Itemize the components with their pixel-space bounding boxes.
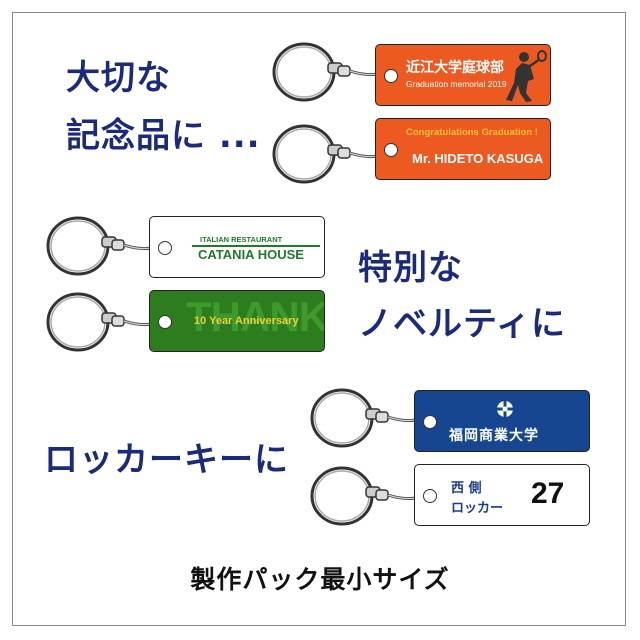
- tennis-club-title: 近江大学庭球部: [406, 60, 504, 76]
- tag-congrats: Congratulations Graduation ! Mr. HIDETO …: [375, 118, 551, 180]
- keychain-ring-congrats: [272, 124, 379, 184]
- headline-novelty-1: 特別な: [358, 248, 463, 288]
- tennis-subtitle: Graduation memorial 2019: [406, 79, 507, 89]
- headline-novelty-2: ノベルティに: [358, 304, 566, 344]
- keychain-ring-tennis: [272, 42, 379, 102]
- tag-hole: [158, 315, 172, 329]
- catania-divider-line: [192, 245, 320, 247]
- catania-small-text: ITALIAN RESTAURANT: [200, 235, 283, 244]
- tag-hole: [384, 69, 398, 83]
- footer-caption: 製作パック最小サイズ: [190, 565, 450, 594]
- tag-hole: [423, 415, 437, 429]
- locker-side-label: 西 側: [451, 481, 482, 496]
- tennis-player-icon: [506, 50, 547, 102]
- tag-locker: 西 側 ロッカー 27: [414, 464, 590, 526]
- congrats-name: Mr. HIDETO KASUGA: [412, 151, 544, 166]
- keychain-ring-thanks: [46, 292, 153, 352]
- headline-locker: ロッカーキーに: [44, 440, 289, 480]
- tag-hole: [158, 241, 172, 255]
- tag-fukuoka: 福岡商業大学: [414, 390, 590, 452]
- keychain-ring-locker: [310, 466, 417, 526]
- locker-label: ロッカー: [451, 501, 504, 516]
- locker-number: 27: [531, 477, 565, 510]
- congrats-title: Congratulations Graduation !: [406, 127, 538, 138]
- thanks-anniversary-text: 10 Year Anniversary: [194, 315, 299, 327]
- tag-hole: [384, 143, 398, 157]
- tag-catania: ITALIAN RESTAURANT CATANIA HOUSE: [149, 216, 325, 278]
- thanks-watermark: THANKS: [186, 293, 324, 340]
- headline-memorial-2: 記念品に ...: [66, 116, 261, 156]
- tag-thanks: THANKS 10 Year Anniversary: [149, 290, 325, 352]
- keychain-ring-fukuoka: [310, 388, 417, 448]
- tag-tennis: 近江大学庭球部 Graduation memorial 2019: [375, 44, 551, 106]
- keychain-ring-catania: [46, 216, 153, 276]
- fukuoka-university-name: 福岡商業大学: [449, 428, 539, 444]
- catania-big-text: CATANIA HOUSE: [198, 247, 304, 262]
- headline-memorial-1: 大切な: [66, 58, 171, 98]
- tag-hole: [423, 489, 437, 503]
- university-emblem-icon: [497, 401, 513, 417]
